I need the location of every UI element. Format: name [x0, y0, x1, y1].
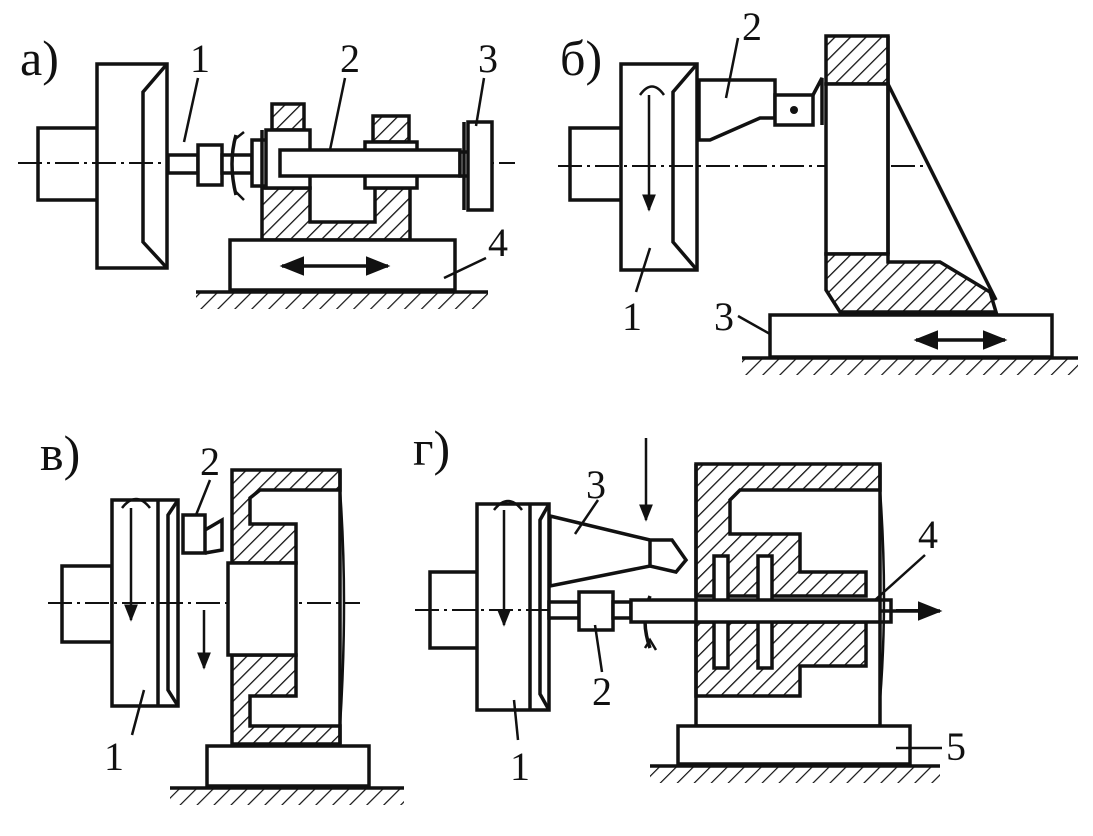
panel-v-chuck — [226, 468, 346, 746]
panel-v-label-2: 2 — [200, 439, 220, 484]
panel-g-ground — [650, 767, 940, 783]
panel-a-label-4: 4 — [488, 220, 508, 265]
panel-b-column — [824, 34, 999, 314]
panel-g-label-2: 2 — [592, 669, 612, 714]
panel-v-ground — [170, 789, 404, 805]
panel-b-table — [768, 313, 1054, 359]
panel-g-housing — [629, 462, 893, 728]
panel-v: в) 2 1 — [40, 425, 404, 805]
panel-g-table — [676, 724, 912, 766]
panel-g-title: г) — [413, 420, 450, 476]
panel-a-housing — [260, 102, 462, 242]
panel-a-label-3: 3 — [478, 36, 498, 81]
panel-b: б) 2 1 3 — [558, 4, 1078, 375]
panel-v-table — [205, 744, 371, 788]
panel-v-label-1: 1 — [104, 734, 124, 779]
panel-g-label-3: 3 — [586, 462, 606, 507]
panel-g-dresser — [547, 590, 658, 651]
panel-a-title: а) — [20, 30, 59, 86]
panel-b-label-1: 1 — [622, 294, 642, 339]
panel-a: а) — [18, 30, 515, 309]
panel-g-tool — [548, 513, 689, 589]
panel-a-label-2: 2 — [340, 36, 360, 81]
panel-g-grinding-wheel — [475, 502, 551, 712]
panel-a-pulley — [458, 120, 494, 212]
panel-g-label-1: 1 — [510, 744, 530, 789]
panel-a-ground — [196, 293, 488, 309]
panel-g-label-4: 4 — [918, 512, 938, 557]
panel-g-label-5: 5 — [946, 724, 966, 769]
panel-a-label-1: 1 — [190, 36, 210, 81]
panel-b-tool-holder — [697, 77, 824, 142]
panel-b-label-2: 2 — [742, 4, 762, 49]
panel-g: г) — [413, 420, 966, 789]
panel-v-title: в) — [40, 425, 80, 481]
panel-b-label-3: 3 — [714, 294, 734, 339]
panel-v-tool — [181, 513, 224, 555]
panel-b-spindle — [568, 126, 624, 202]
panel-b-title: б) — [560, 30, 602, 86]
panel-a-grinding-wheel — [95, 62, 169, 270]
panel-b-ground — [742, 359, 1078, 375]
